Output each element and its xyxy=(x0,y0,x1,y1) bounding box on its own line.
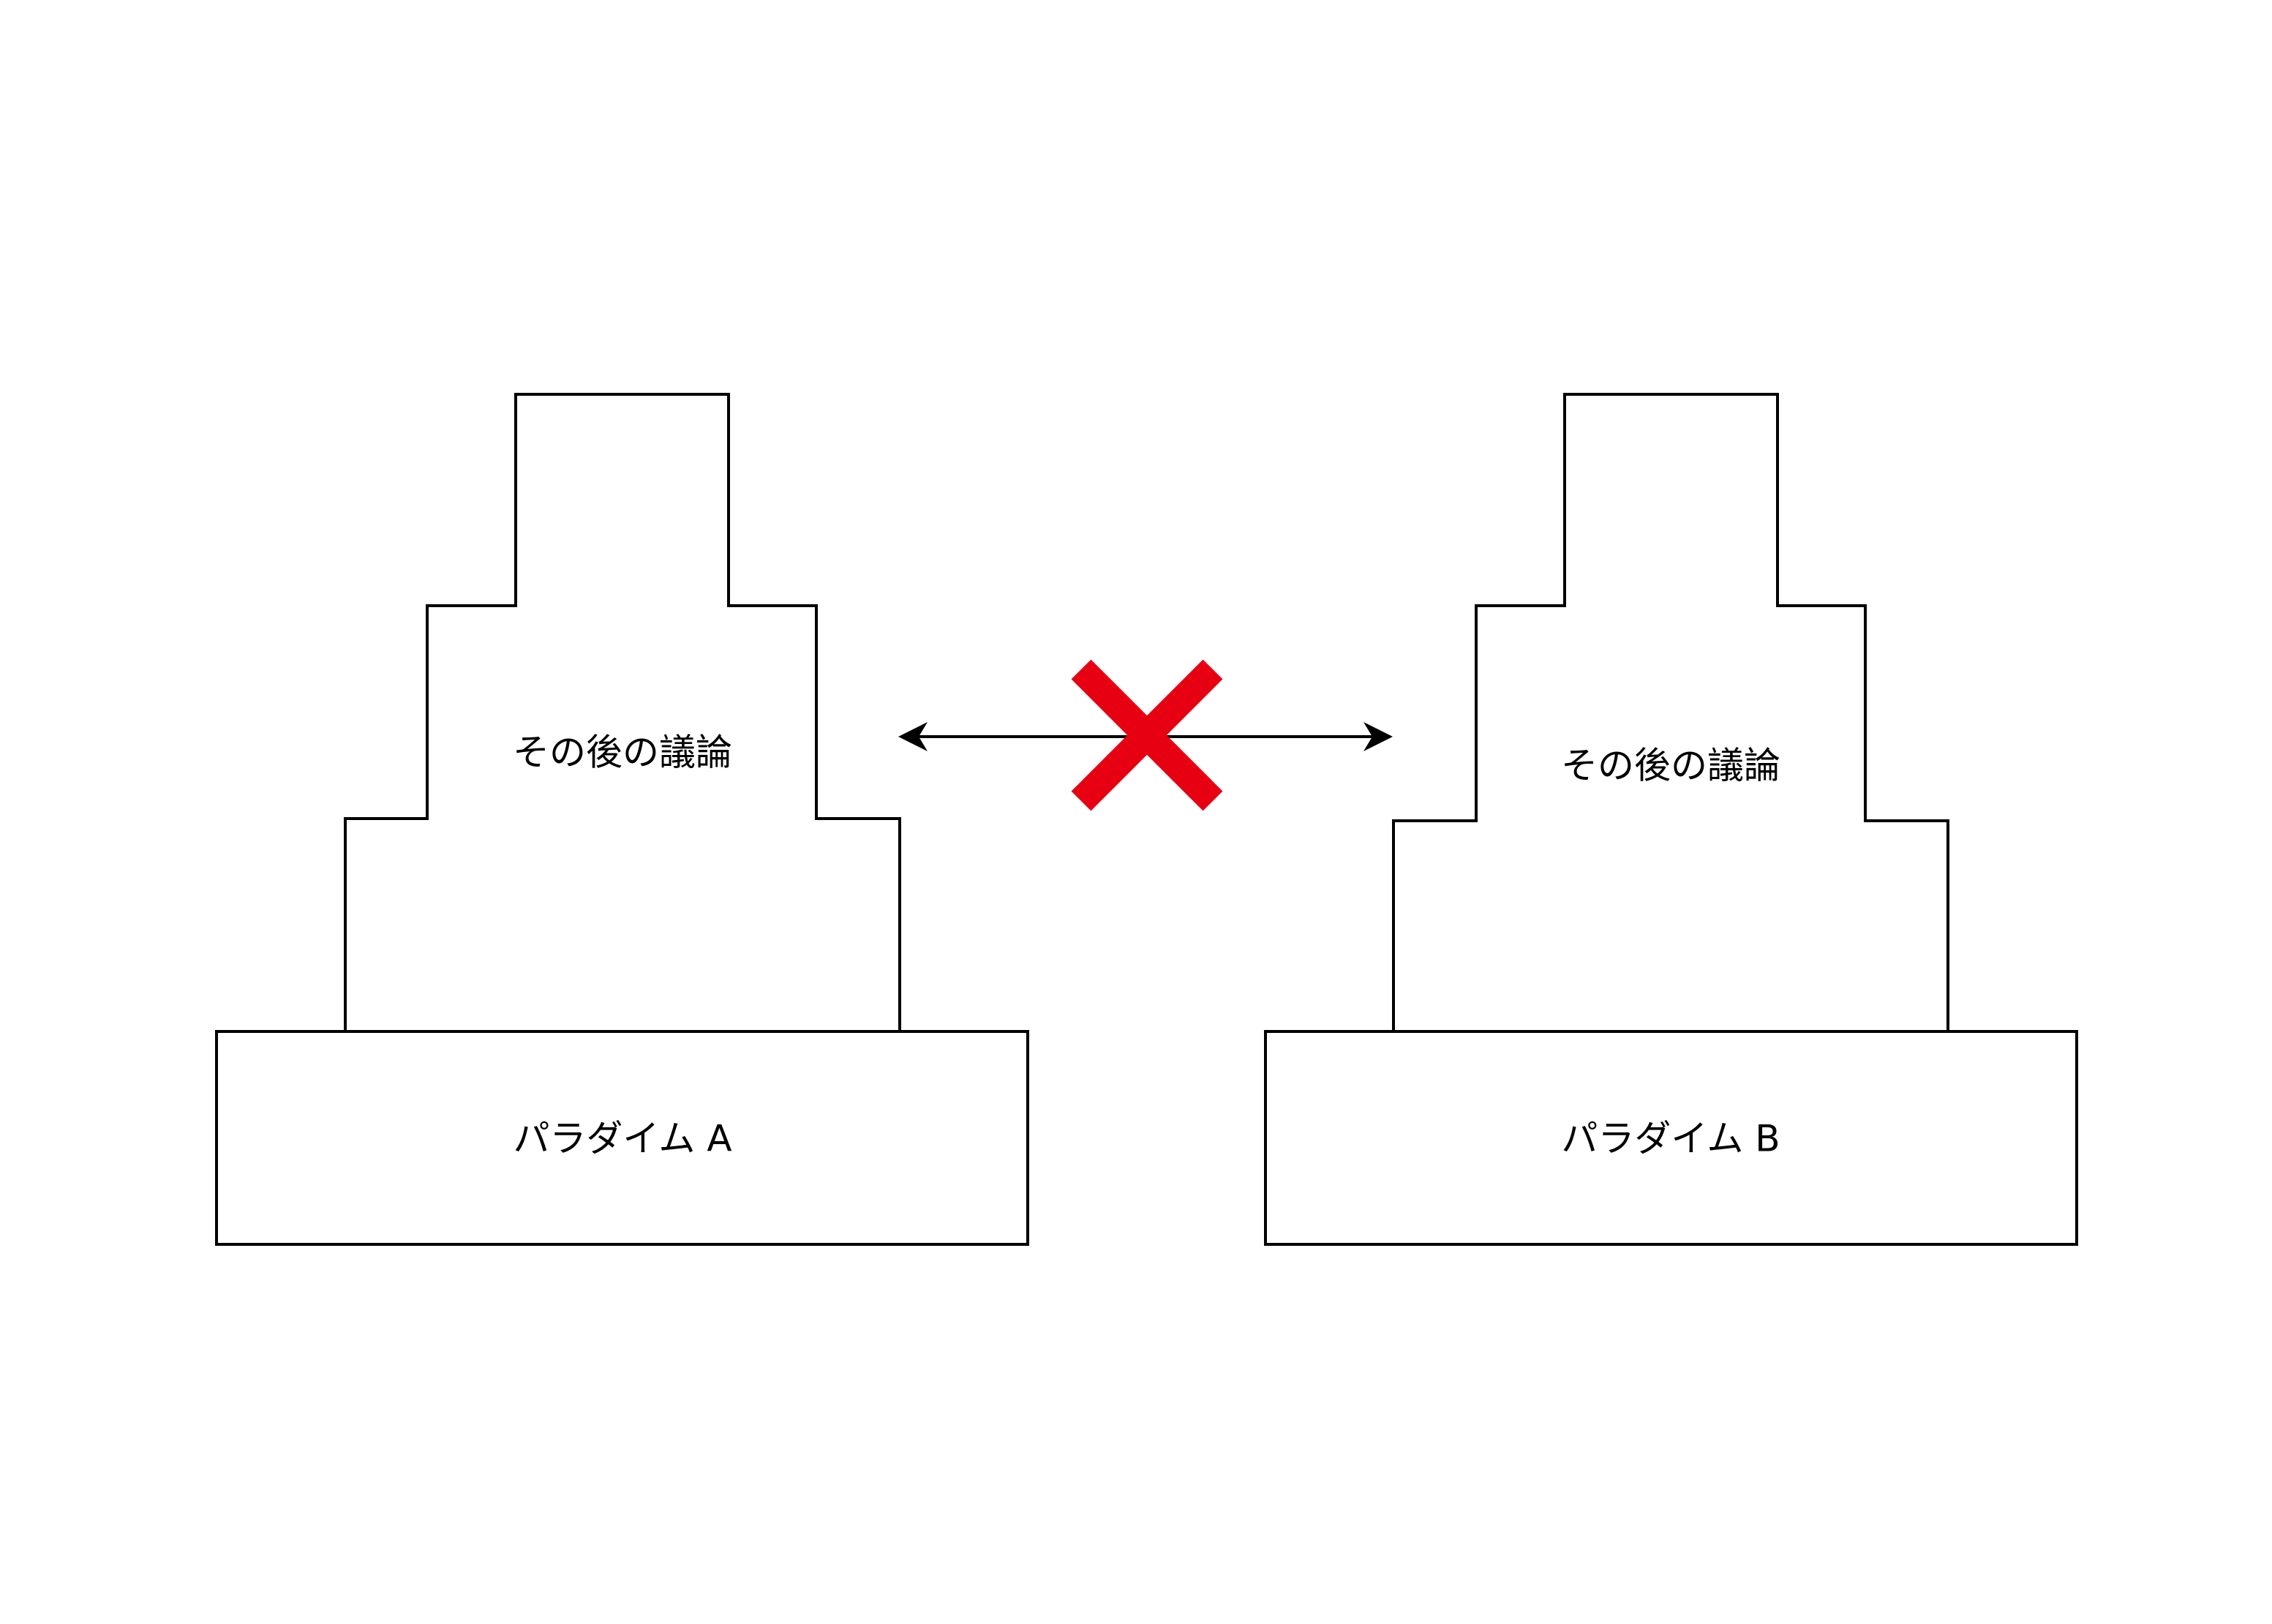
left-base-box xyxy=(215,1030,1029,1246)
left-stepped-structure xyxy=(344,393,901,1033)
cross-mark-icon xyxy=(1071,659,1223,811)
right-paradigm-group: その後の議論 パラダイム B xyxy=(1264,393,2078,1246)
right-stepped-structure xyxy=(1392,393,1949,1033)
left-base-label: パラダイム A xyxy=(513,1118,731,1160)
right-upper-label: その後の議論 xyxy=(1561,745,1780,787)
right-base-box xyxy=(1264,1030,2078,1246)
left-paradigm-group: その後の議論 パラダイム A xyxy=(215,393,1029,1246)
left-upper-label: その後の議論 xyxy=(513,732,732,774)
right-base-label: パラダイム B xyxy=(1561,1118,1780,1160)
